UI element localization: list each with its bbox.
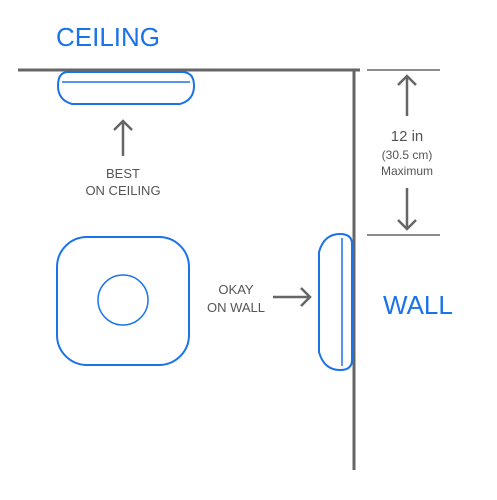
room-corner [18,68,360,470]
okay-label-line2: ON WALL [207,300,265,315]
distance-indicator [367,69,440,236]
device-top-view [56,236,190,366]
best-label-line1: BEST [106,166,140,181]
wall-label: WALL [383,290,453,320]
distance-metric: (30.5 cm) [382,148,433,162]
ceiling-device [56,71,196,105]
ceiling-label: CEILING [56,22,160,52]
distance-down-arrow-icon [397,188,417,231]
up-arrow-icon [113,119,133,156]
okay-label-line1: OKAY [218,282,253,297]
distance-up-arrow-icon [397,74,417,116]
distance-qualifier: Maximum [381,164,433,178]
wall-device [318,232,353,372]
best-label-line2: ON CEILING [85,183,160,198]
right-arrow-icon [273,287,312,307]
distance-value: 12 in [391,128,424,145]
